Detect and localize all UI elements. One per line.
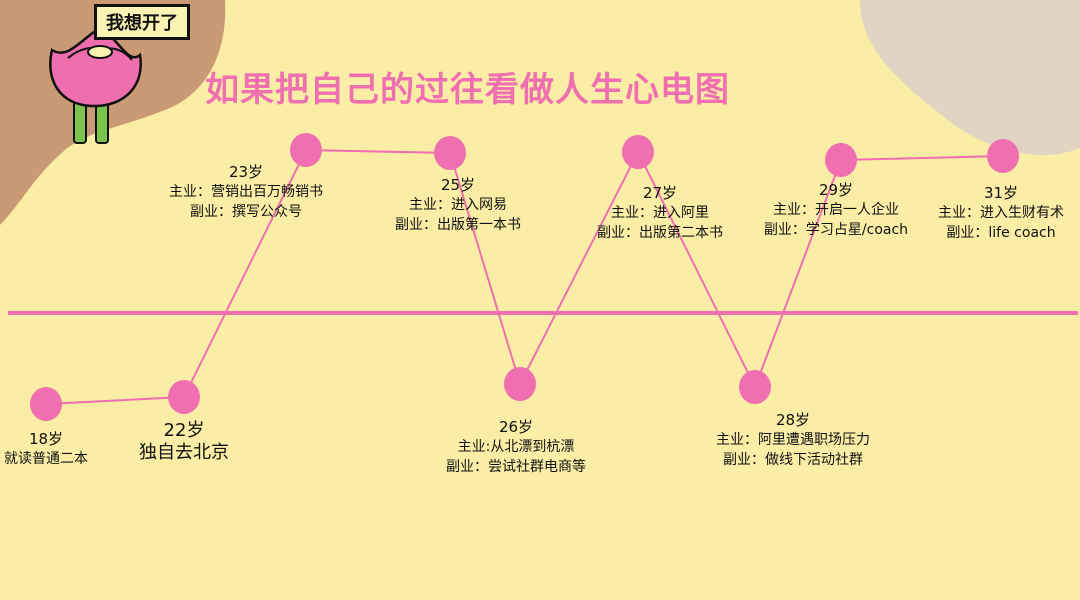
milestone-text: 主业：进入生财有术 xyxy=(938,205,1064,221)
milestone-text: 主业：进入阿里 xyxy=(611,205,709,221)
milestone-dot xyxy=(504,367,536,401)
milestone-dot xyxy=(434,136,466,170)
milestone-label: 31岁主业：进入生财有术副业：life coach xyxy=(938,184,1064,243)
milestone-text: 副业：学习占星/coach xyxy=(763,222,909,238)
milestone-text: 主业：阿里遭遇职场压力 xyxy=(716,432,870,448)
milestone-dot xyxy=(168,380,200,414)
milestone-label: 27岁主业：进入阿里副业：出版第二本书 xyxy=(597,184,723,243)
milestone-text: 副业：尝试社群电商等 xyxy=(446,459,586,475)
page-title: 如果把自己的过往看做人生心电图 xyxy=(205,70,730,110)
milestone-text: 主业：进入网易 xyxy=(409,197,507,213)
milestone-text: 副业：撰写公众号 xyxy=(190,204,302,220)
milestone-label: 23岁主业：营销出百万畅销书副业：撰写公众号 xyxy=(169,163,323,222)
milestone-age: 29岁 xyxy=(818,181,854,199)
milestone-text: 主业:从北漂到杭漂 xyxy=(457,439,575,455)
milestone-dot xyxy=(825,143,857,177)
milestone-age: 26岁 xyxy=(498,418,534,436)
milestone-label: 22岁独自去北京 xyxy=(139,420,229,464)
milestone-text: 就读普通二本 xyxy=(4,451,88,467)
milestone-text: 副业：做线下活动社群 xyxy=(723,452,863,468)
milestone-age: 27岁 xyxy=(642,184,678,202)
milestone-age: 23岁 xyxy=(228,163,264,181)
milestone-text: 副业：出版第二本书 xyxy=(597,225,723,241)
milestone-text: 副业：出版第一本书 xyxy=(395,217,521,233)
milestone-text: 副业：life coach xyxy=(946,225,1056,241)
milestone-text: 主业：营销出百万畅销书 xyxy=(169,184,323,200)
milestone-dot xyxy=(290,133,322,167)
milestone-dot xyxy=(739,370,771,404)
milestone-dot xyxy=(622,135,654,169)
milestone-label: 26岁主业:从北漂到杭漂副业：尝试社群电商等 xyxy=(446,418,586,477)
milestone-age: 18岁 xyxy=(28,430,64,448)
milestone-dot xyxy=(30,387,62,421)
milestone-label: 29岁主业：开启一人企业副业：学习占星/coach xyxy=(764,181,908,240)
sticker-text: 我想开了 xyxy=(106,13,178,34)
flower-mascot-icon xyxy=(49,26,143,144)
milestone-age: 28岁 xyxy=(775,411,811,429)
sticker-badge: 我想开了 xyxy=(94,4,190,40)
milestone-age: 31岁 xyxy=(983,184,1019,202)
milestone-label: 18岁就读普通二本 xyxy=(4,430,88,469)
milestone-age: 22岁 xyxy=(163,420,205,441)
milestone-dot xyxy=(987,139,1019,173)
milestone-text: 主业：开启一人企业 xyxy=(772,202,899,218)
milestone-label: 25岁主业：进入网易副业：出版第一本书 xyxy=(395,176,521,235)
milestone-label: 28岁主业：阿里遭遇职场压力副业：做线下活动社群 xyxy=(716,411,870,470)
milestone-text: 独自去北京 xyxy=(139,442,229,463)
milestone-age: 25岁 xyxy=(440,176,476,194)
